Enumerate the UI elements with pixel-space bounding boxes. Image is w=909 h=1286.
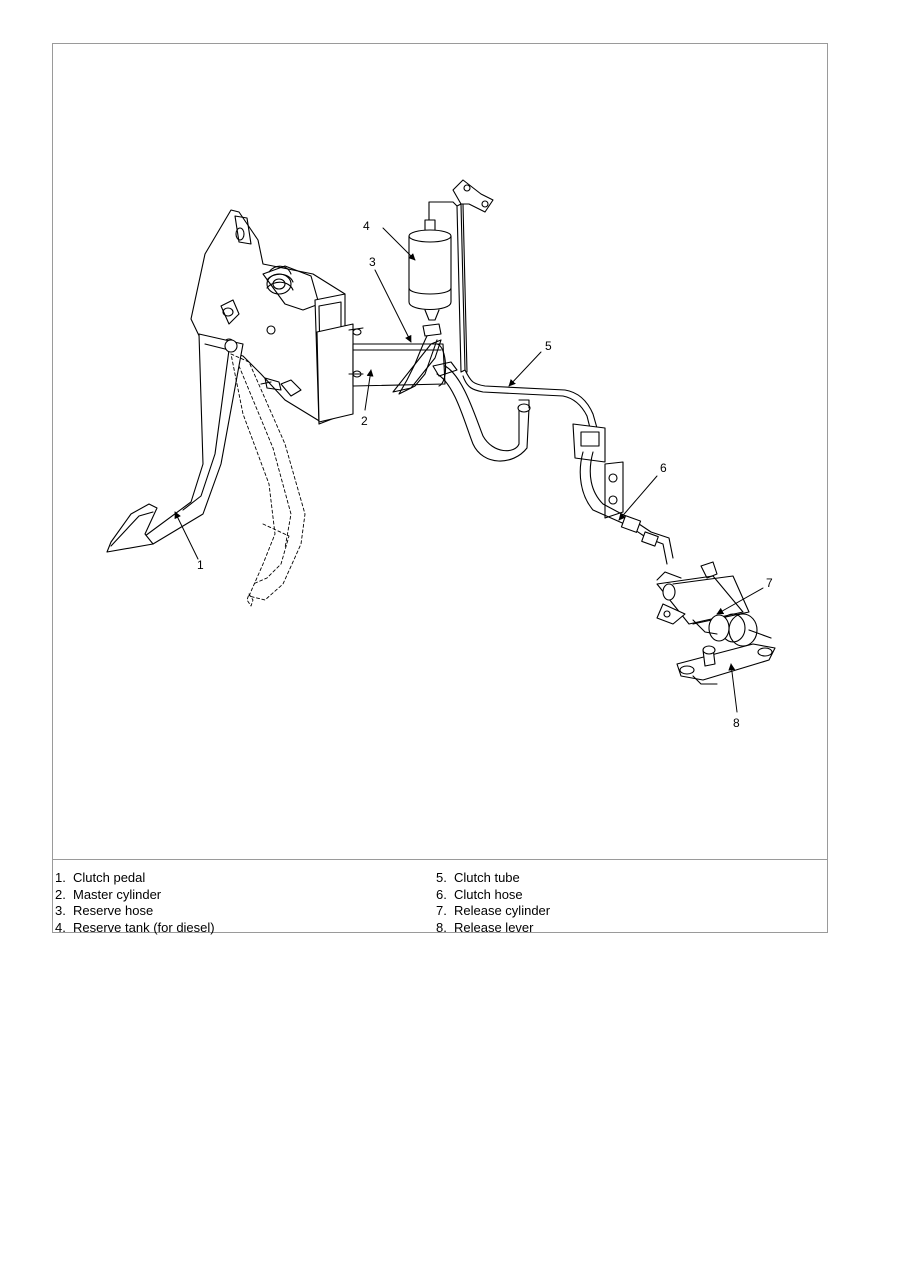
legend-label: Release lever bbox=[454, 919, 534, 935]
callout-7: 7 bbox=[766, 576, 773, 590]
pedal-dashed-position bbox=[230, 353, 306, 607]
callout-8: 8 bbox=[733, 716, 740, 730]
release-lever bbox=[676, 643, 776, 685]
callout-6: 6 bbox=[660, 461, 667, 475]
clutch-tube bbox=[462, 369, 598, 433]
legend-label: Reserve tank (for diesel) bbox=[73, 919, 215, 935]
callout-leaders bbox=[174, 227, 764, 713]
diagram-canvas: 1 2 3 4 5 6 7 8 bbox=[106, 179, 776, 730]
legend-column-right: 5.Clutch tube 6.Clutch hose 7.Release cy… bbox=[436, 870, 550, 936]
callout-3: 3 bbox=[369, 255, 376, 269]
legend-label: Reserve hose bbox=[73, 903, 154, 918]
reserve-hose bbox=[392, 335, 442, 395]
legend-label: Clutch pedal bbox=[73, 870, 146, 885]
callout-1: 1 bbox=[197, 558, 204, 572]
legend-label: Master cylinder bbox=[73, 886, 162, 902]
callout-4: 4 bbox=[363, 219, 370, 233]
clutch-hose bbox=[579, 451, 674, 565]
reserve-tank bbox=[408, 201, 458, 337]
master-cylinder bbox=[316, 323, 458, 423]
legend-column-left: 1.Clutch pedal 2.Master cylinder 3.Reser… bbox=[55, 870, 215, 936]
clutch-system-diagram: 1 2 3 4 5 6 7 8 bbox=[53, 44, 827, 860]
hose-bracket bbox=[572, 423, 624, 519]
legend-item: 7.Release cylinder bbox=[436, 903, 551, 918]
callout-labels: 1 2 3 4 5 6 7 8 bbox=[197, 219, 773, 730]
callout-5: 5 bbox=[545, 339, 552, 353]
legend-item: 2.Master cylinder bbox=[55, 886, 162, 902]
parts-legend: 1.Clutch pedal 2.Master cylinder 3.Reser… bbox=[53, 867, 827, 936]
legend-item: 4.Reserve tank (for diesel) bbox=[55, 919, 215, 935]
callout-2: 2 bbox=[361, 414, 368, 428]
legend-item: 1.Clutch pedal bbox=[55, 870, 146, 885]
legend-item: 8.Release lever bbox=[436, 919, 534, 935]
figure-frame: 1 2 3 4 5 6 7 8 1.Clutch pedal 2.Master … bbox=[52, 43, 828, 936]
legend-item: 5.Clutch tube bbox=[436, 870, 520, 885]
tube-bracket bbox=[452, 179, 494, 373]
legend-item: 6.Clutch hose bbox=[436, 886, 523, 902]
legend-item: 3.Reserve hose bbox=[55, 903, 154, 918]
master-cylinder-outlet-hose bbox=[436, 365, 531, 462]
legend-label: Clutch tube bbox=[454, 870, 520, 885]
legend-label: Release cylinder bbox=[454, 903, 551, 918]
release-cylinder bbox=[656, 561, 772, 647]
clutch-pedal-arm bbox=[106, 333, 244, 553]
legend-label: Clutch hose bbox=[454, 886, 523, 902]
